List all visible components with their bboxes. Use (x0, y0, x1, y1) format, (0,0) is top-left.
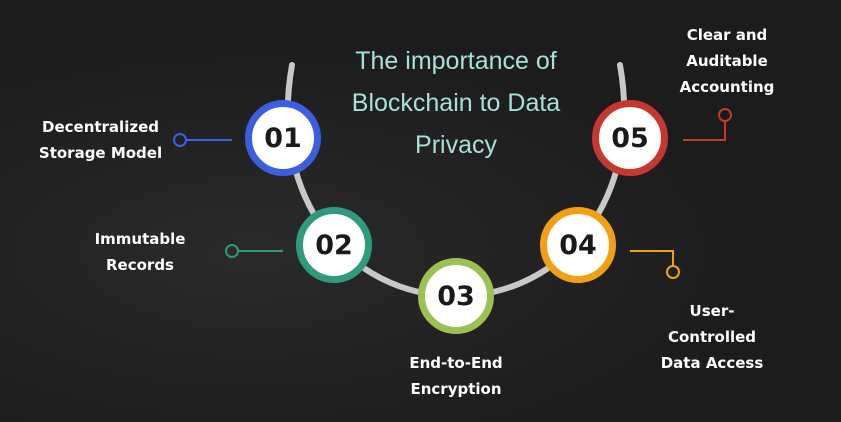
step-04-label: User-Controlled Data Access (660, 302, 764, 372)
step-05-badge: 05 (592, 100, 668, 176)
step-05-label: Clear and Auditable Accounting (679, 26, 775, 96)
connector-dot-05 (718, 108, 732, 122)
step-04-badge: 04 (540, 207, 616, 283)
connector-dot-04 (666, 265, 680, 279)
diagram-title: The importance of Blockchain to Data Pri… (351, 47, 561, 159)
step-03-badge: 03 (418, 258, 494, 334)
step-03-label: End-to-End Encryption (409, 354, 503, 398)
connector-04 (630, 250, 674, 266)
connector-dot-01 (173, 133, 187, 147)
connector-dot-02 (225, 244, 239, 258)
step-02-badge: 02 (296, 207, 372, 283)
step-01-label: Decentralized Storage Model (38, 118, 163, 162)
step-01-badge: 01 (245, 100, 321, 176)
step-02-label: Immutable Records (94, 230, 186, 274)
connector-05 (683, 121, 726, 141)
